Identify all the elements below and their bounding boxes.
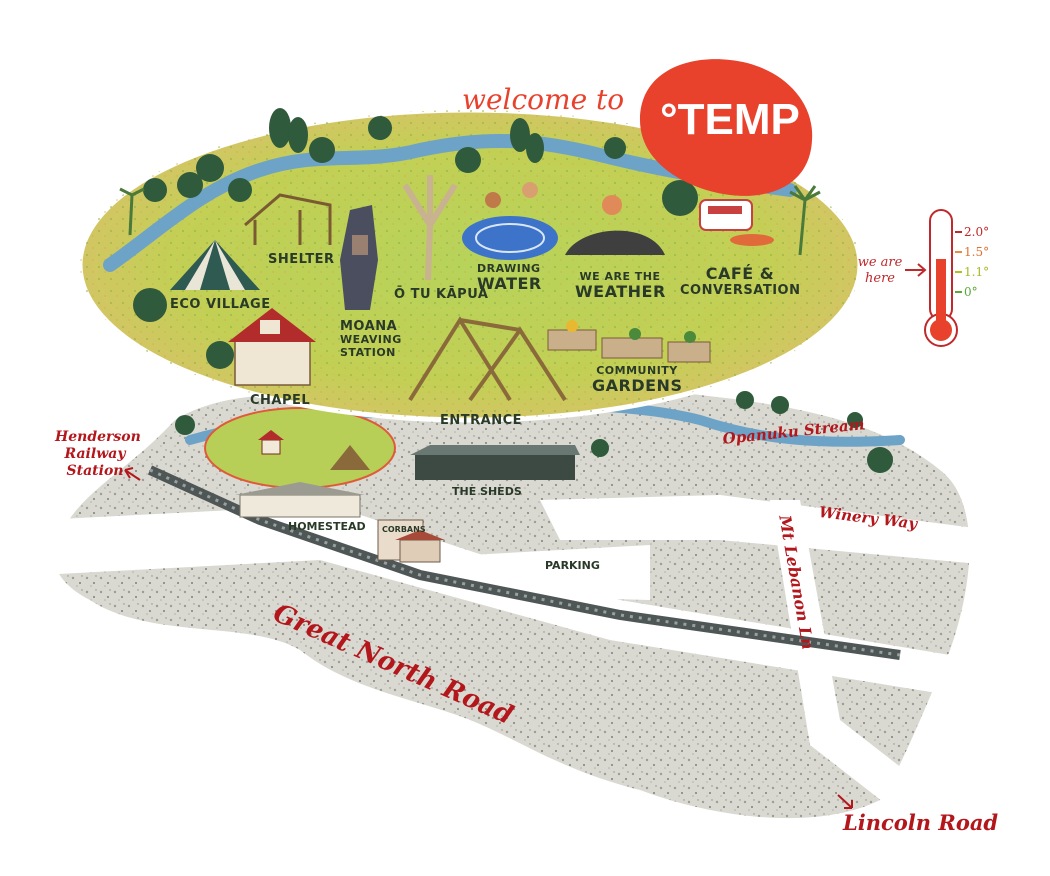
label-we-are-the: WE ARE THE [579, 270, 661, 283]
parking-band [470, 545, 650, 600]
homestead [235, 482, 365, 518]
drawing-water-pool [462, 182, 558, 260]
entrance-structure [408, 316, 567, 402]
label-homestead: HOMESTEAD [288, 520, 366, 533]
label-chapel: CHAPEL [250, 393, 311, 408]
shelter-structure [244, 193, 332, 245]
great-north-road-band [40, 505, 980, 700]
label-community: COMMUNITY [596, 364, 678, 377]
label-weather: WEATHER [575, 282, 666, 301]
label-conversation: CONVERSATION [680, 283, 801, 298]
label-shelter: SHELTER [268, 252, 335, 267]
label-o-tu-kapua: Ō TU KĀPUA [394, 287, 489, 302]
label-drawing: DRAWING [477, 262, 541, 275]
brand-title: °TEMP [660, 95, 800, 144]
label-entrance: ENTRANCE [440, 413, 522, 428]
label-parking: PARKING [545, 559, 600, 572]
stream-upper [103, 133, 797, 272]
thermometer [924, 209, 962, 347]
scale-1-1: 1.1° [964, 265, 990, 279]
entrance-patch [204, 407, 396, 489]
railway [147, 465, 901, 660]
label-moana-2: WEAVING [340, 333, 402, 346]
henderson-arrow [124, 467, 141, 481]
thermometer-fill [936, 259, 946, 328]
we-are-here-line-1: we are [857, 255, 903, 270]
welcome-text: welcome to [462, 83, 625, 116]
trees [133, 108, 893, 473]
label-moana-1: MOANA [340, 319, 398, 334]
chapel-building [228, 308, 316, 386]
moana-sculpture [340, 205, 378, 310]
winery-way-band [540, 495, 990, 565]
scale-2-0: 2.0° [964, 225, 990, 239]
lincoln-arrow [837, 794, 853, 809]
label-lincoln-road: Lincoln Road [843, 810, 999, 835]
label-water: WATER [477, 274, 542, 293]
scale-0: 0° [964, 285, 978, 299]
temp-logo [640, 59, 813, 196]
label-moana-3: STATION [340, 346, 396, 359]
o-tu-kapua-tree [402, 175, 458, 281]
palm-trees [119, 185, 821, 256]
the-sheds [410, 445, 580, 480]
garden-beds [547, 320, 711, 363]
label-henderson-3: Station [66, 463, 124, 479]
scale-1-5: 1.5° [964, 245, 990, 259]
cafe-caravan [699, 199, 774, 246]
weather-rock-pile [565, 195, 665, 255]
roads [40, 495, 990, 815]
label-henderson-2: Railway [64, 446, 126, 462]
label-cafe: CAFÉ & [705, 264, 775, 283]
label-gardens: GARDENS [592, 376, 683, 395]
label-the-sheds: THE SHEDS [452, 485, 522, 498]
mt-lebanon-band [770, 500, 930, 815]
eco-village-tent [170, 240, 260, 290]
corbans-building [377, 519, 445, 563]
label-henderson-1: Henderson [55, 429, 141, 445]
label-corbans: CORBANS [382, 525, 426, 534]
we-are-here-arrow [905, 263, 927, 277]
label-eco-village: ECO VILLAGE [170, 297, 271, 312]
we-are-here-line-2: here [865, 271, 895, 286]
